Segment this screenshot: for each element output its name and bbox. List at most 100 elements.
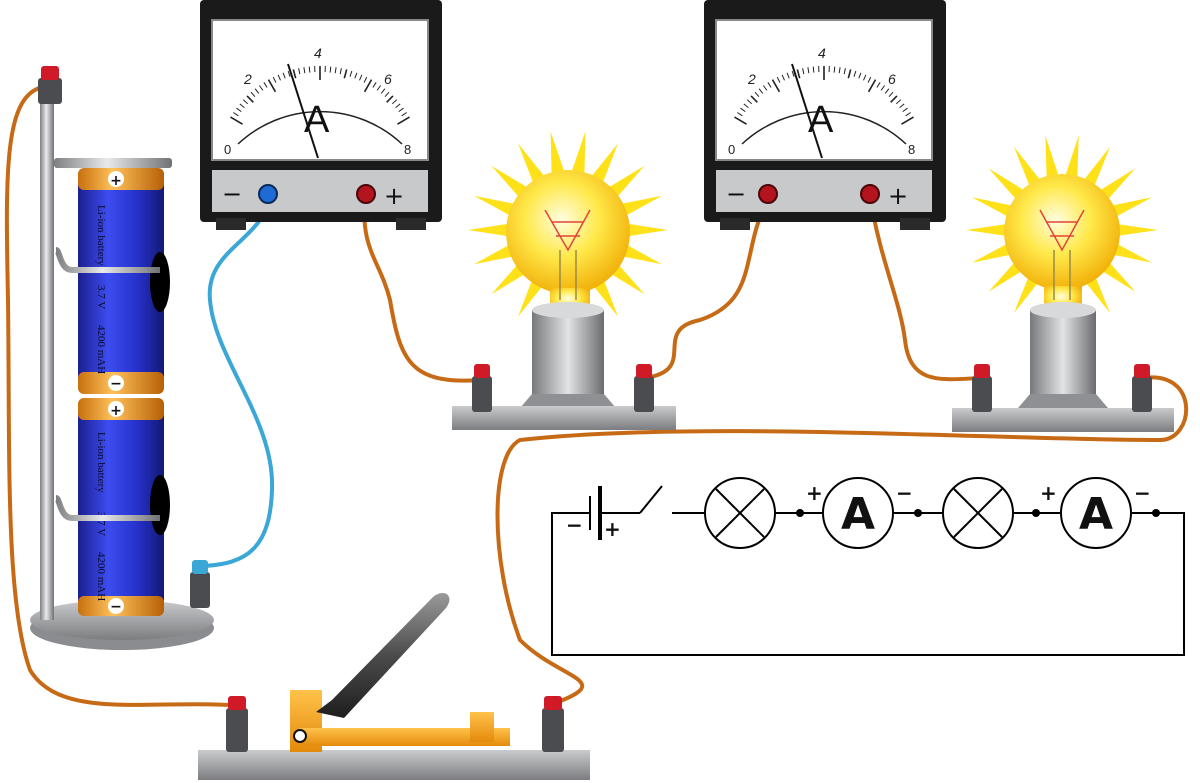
bulb-2-left-terminal[interactable] [972,376,992,412]
battery-top-voltage: 3.7 V [95,285,107,309]
scale-tick [740,107,746,113]
schematic-lamp-2 [942,477,1014,549]
scale-tick [397,116,410,125]
schematic-ammeter-2: A + − [1040,477,1151,549]
ammeter-2-unit: A [808,99,834,141]
scale-tick [395,103,401,109]
scale-tick [767,82,772,88]
battery-bottom-label: Li-ion battery [95,432,107,493]
scale-tick [343,69,348,79]
scale-tick [867,76,872,83]
scale-tick [363,76,368,83]
scale-tick [853,70,857,77]
schematic-ammeter-1: A + − [806,477,913,549]
ammeter-2-minus-terminal[interactable] [758,184,778,204]
ammeter-2-scale [734,66,914,145]
switch-base-plate [198,750,590,780]
ammeter-1-scale-0: 0 [224,142,231,157]
scale-tick [386,95,394,103]
switch-lever[interactable] [316,593,450,718]
scale-tick [398,107,404,113]
battery-top-label: Li-ion battery [95,205,107,266]
scale-tick [796,69,801,79]
bulb-1-left-terminal[interactable] [472,376,492,412]
schematic-ammeter-2-minus: − [1134,481,1151,505]
battery-bottom: + − Li-ion battery 3.7 V 4200 mAH [54,398,170,616]
battery-top-minus-mark: − [110,376,122,392]
scale-tick [746,99,753,105]
scale-tick [734,116,747,125]
ammeter-1-needle [287,63,319,159]
wire-battery-bottom-to-ammeter1 [199,199,275,568]
scale-tick [762,85,768,91]
bulb-2-right-terminal[interactable] [1132,376,1152,412]
scale-tick [334,67,337,74]
scale-tick [349,70,353,77]
battery-bottom-minus-mark: − [110,599,122,615]
scale-tick [267,79,277,93]
battery-bottom-plus-mark: + [110,403,122,419]
wire-bulb2-to-switch [495,375,1189,707]
wire-battery-top-to-switch [4,84,231,707]
ammeter-1-minus-terminal[interactable] [258,184,278,204]
scale-tick [254,88,260,94]
schematic-switch-symbol [639,485,663,514]
scale-tick [384,91,390,98]
scale-tick [750,95,758,103]
scale-tick [363,79,373,93]
wire-ammeter2-to-bulb2 [868,195,981,382]
battery-top-capacity: 4200 mAH [95,325,107,374]
schematic-battery-symbol: − + [566,486,640,541]
scale-tick [781,74,785,81]
scale-tick [754,91,760,98]
schematic-battery-minus: − [566,513,583,537]
schematic-ammeter-1-plus: + [806,481,823,505]
battery-top-plus-mark: + [110,173,122,189]
scale-tick [863,74,867,81]
scale-tick [843,68,846,75]
scale-tick [277,74,281,81]
scale-tick [895,99,902,105]
bulb-1-right-terminal[interactable] [634,376,654,412]
schematic-ammeter-1-minus: − [896,481,913,505]
battery-bottom-terminal [190,560,210,608]
scale-tick [287,70,291,77]
schematic-ammeter-2-symbol: A [1079,489,1113,540]
scale-tick [884,88,890,94]
scale-tick [905,112,911,117]
ammeter-1-scale-8: 8 [404,142,411,157]
wire-ammeter1-to-bulb1 [362,195,481,383]
schematic-ammeter-1-symbol: A [841,489,875,540]
scale-tick [230,116,243,125]
ammeter-1-plus-terminal[interactable] [356,184,376,204]
scale-tick [401,112,407,117]
switch-right-terminal[interactable] [542,708,564,752]
scale-tick [236,107,242,113]
ammeter-2-plus-terminal[interactable] [860,184,880,204]
scale-tick [292,69,297,79]
ammeter-1-scale-4: 4 [314,45,322,61]
scale-tick [242,99,249,105]
scale-tick [359,74,363,81]
ammeter-2-scale-8: 8 [908,142,915,157]
scale-tick [812,66,815,73]
scale-tick [263,82,268,88]
ammeter-1-unit: A [304,99,330,141]
ammeter-2-scale-6: 6 [888,71,896,87]
schematic-lamp-1 [704,477,776,549]
ammeter-1-scale-6: 6 [384,71,392,87]
scale-tick [239,103,245,109]
scale-tick [298,68,301,75]
scale-tick [880,85,886,91]
scale-tick [876,82,881,88]
switch-left-terminal[interactable] [226,708,248,752]
ammeter-2-plus-sign: + [888,182,908,210]
scale-tick [867,79,877,93]
scale-tick [282,72,286,79]
scale-tick [802,68,805,75]
schematic-ammeter-2-plus: + [1040,481,1057,505]
scale-tick [376,85,382,91]
schematic-battery-plus: + [604,517,621,541]
ammeter-2: 0 2 4 6 8 A − + [704,0,946,230]
